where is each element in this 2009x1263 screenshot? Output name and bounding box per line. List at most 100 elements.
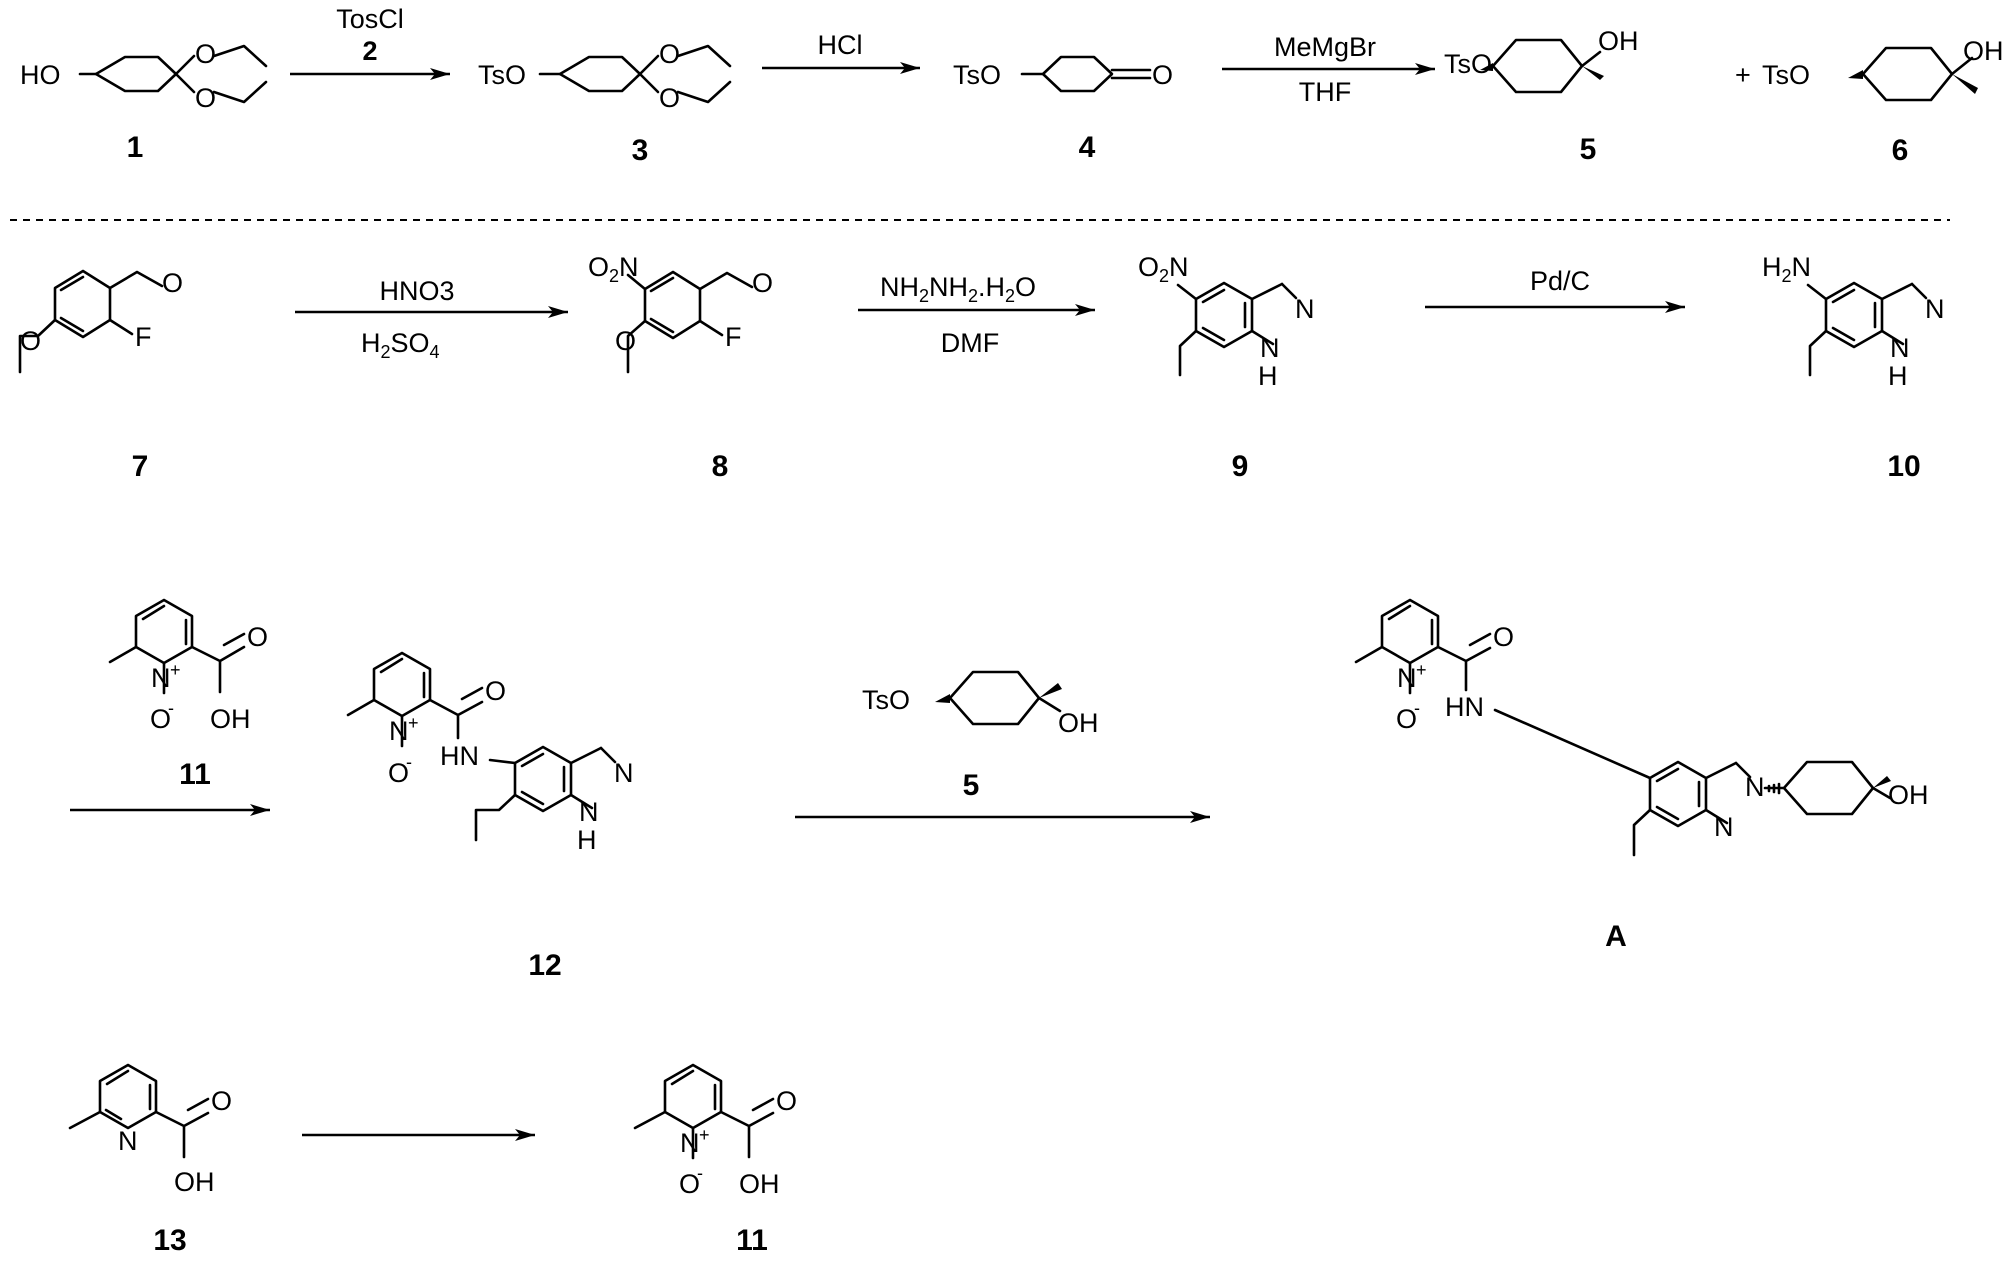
compound-7: O F O 7 bbox=[18, 268, 183, 483]
compound-label-4: 4 bbox=[1079, 131, 1096, 164]
pyridinium-nitrogen: N bbox=[151, 663, 171, 693]
nitrogen-label: N bbox=[1745, 772, 1765, 802]
amine-bond bbox=[1806, 283, 1828, 301]
methyl-bond bbox=[633, 1110, 667, 1130]
benzene-ring bbox=[1194, 281, 1254, 349]
pyrazole-bonds bbox=[569, 746, 603, 810]
nitro-bond bbox=[626, 273, 647, 291]
tosylate-label: TsO bbox=[862, 685, 910, 715]
wedge-bond bbox=[1873, 776, 1891, 788]
oh-bond bbox=[1037, 696, 1062, 713]
double-bond bbox=[104, 1108, 123, 1121]
pyridine-nitrogen: N bbox=[118, 1126, 138, 1156]
oxygen-label: O bbox=[752, 268, 773, 298]
methoxy-chain bbox=[474, 793, 517, 842]
pyrazole-bonds bbox=[1704, 761, 1738, 825]
hashed-bond bbox=[1763, 782, 1786, 795]
double-bond bbox=[141, 604, 166, 621]
double-bond bbox=[59, 316, 85, 333]
reagent-hcl: HCl bbox=[818, 30, 863, 60]
hydroxyl-label: HO bbox=[20, 60, 61, 90]
f-bond bbox=[108, 318, 134, 336]
nitrogen-label: N bbox=[1295, 294, 1315, 324]
methyl-bond bbox=[68, 1110, 102, 1130]
oxygen-label: O bbox=[211, 1086, 232, 1116]
compound-label-11: 11 bbox=[736, 1224, 768, 1257]
double-bond bbox=[649, 317, 675, 334]
plus-charge: + bbox=[699, 1125, 710, 1145]
double-bond bbox=[1655, 767, 1680, 783]
compound-label-6: 6 bbox=[1892, 134, 1909, 167]
nitrogen-label: N bbox=[1714, 812, 1734, 842]
oxygen-label: O bbox=[162, 268, 183, 298]
hydroxyl-label: OH bbox=[739, 1169, 780, 1199]
oxide-oxygen: O bbox=[1396, 704, 1417, 734]
double-bond bbox=[379, 657, 404, 674]
reagent-pd-c: Pd/C bbox=[1530, 266, 1590, 296]
compound-6: + TsO OH 6 bbox=[1735, 36, 2004, 167]
hydroxyl-label: OH bbox=[174, 1167, 215, 1197]
pyrazole-bond bbox=[1910, 282, 1928, 300]
wedge-bond bbox=[935, 694, 950, 703]
oxygen-label: O bbox=[1493, 622, 1514, 652]
cyclohexane-ring bbox=[94, 55, 178, 93]
pyridine-ring bbox=[98, 1063, 158, 1130]
oxygen-label: O bbox=[776, 1086, 797, 1116]
fluorine-label: F bbox=[135, 322, 152, 352]
plus-sign: + bbox=[1735, 60, 1751, 90]
nitrogen-label: N bbox=[1925, 294, 1945, 324]
compound-10: H2N N N H 10 bbox=[1762, 252, 1945, 483]
tosylate-label: TsO bbox=[1444, 49, 1492, 79]
cyclohexane-ring bbox=[948, 670, 1041, 726]
methoxy-chain bbox=[1808, 329, 1828, 377]
carbonyl-bond bbox=[460, 686, 484, 701]
nh-bond bbox=[488, 758, 517, 765]
hydroxyl-label: OH bbox=[210, 704, 251, 734]
nitro-label: O2N bbox=[1138, 252, 1189, 286]
benzene-ring bbox=[1648, 760, 1708, 828]
double-bond bbox=[1201, 326, 1226, 342]
oh-bond bbox=[1580, 50, 1602, 68]
compound-label-13: 13 bbox=[153, 1224, 186, 1257]
amide-bonds bbox=[428, 698, 484, 740]
compound-label-11: 11 bbox=[179, 758, 211, 791]
minus-charge: - bbox=[1414, 698, 1420, 718]
carbonyl-bond bbox=[751, 1097, 775, 1112]
pyridine-ring bbox=[663, 1063, 723, 1130]
pyridinium-nitrogen: N bbox=[389, 716, 409, 746]
wedge-bond bbox=[1848, 70, 1863, 79]
reagent-label-2: 2 bbox=[362, 36, 377, 66]
pyrazole-bond bbox=[1280, 282, 1298, 300]
oxide-oxygen: O bbox=[150, 704, 171, 734]
oxygen-label: O bbox=[659, 39, 680, 69]
carboxyl-bonds bbox=[190, 645, 246, 694]
compound-label-7: 7 bbox=[132, 450, 149, 483]
pyridine-ring bbox=[1380, 598, 1440, 665]
aldehyde-chain bbox=[108, 270, 164, 290]
hydrogen-label: H bbox=[1258, 361, 1278, 391]
minus-charge: - bbox=[697, 1163, 703, 1183]
hydroxyl-label: OH bbox=[1963, 36, 2004, 66]
dioxolane-ring bbox=[638, 44, 732, 104]
compound-11-reagent: N + O - O OH 11 bbox=[108, 598, 268, 791]
oh-bond bbox=[1950, 56, 1974, 76]
methyl-bond bbox=[1354, 645, 1384, 664]
hydroxyl-label: OH bbox=[1888, 780, 1929, 810]
nitrogen-label: N bbox=[1890, 333, 1910, 363]
hydroxyl-label: OH bbox=[1598, 26, 1639, 56]
hydrogen-label: H bbox=[577, 825, 597, 855]
hydrogen-label: H bbox=[1888, 361, 1908, 391]
oxygen-label: O bbox=[1152, 60, 1173, 90]
wedge-bond bbox=[1582, 66, 1604, 80]
compound-label-a: A bbox=[1605, 920, 1627, 953]
carbonyl-bond bbox=[222, 632, 246, 647]
reagent-mempbr: MeMgBr bbox=[1274, 32, 1376, 62]
nitrogen-label: N bbox=[614, 758, 634, 788]
pyrazole-bonds bbox=[1880, 282, 1914, 346]
benzene-ring bbox=[513, 745, 573, 813]
oxide-oxygen: O bbox=[388, 758, 409, 788]
oxygen-label: O bbox=[195, 39, 216, 69]
compound-label-3: 3 bbox=[632, 134, 649, 167]
tosylate-label: TsO bbox=[953, 60, 1001, 90]
cyclohexane-ring bbox=[558, 55, 642, 93]
